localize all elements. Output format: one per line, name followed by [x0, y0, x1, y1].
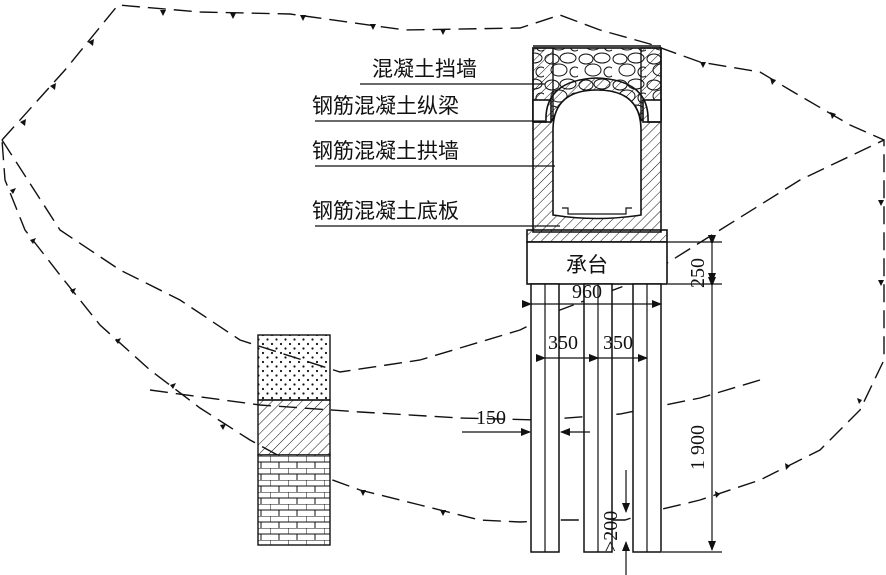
dim-cap-height-text: 250	[687, 258, 709, 288]
arch-wall	[532, 77, 662, 233]
label-arch-wall: 钢筋混凝土拱墙	[312, 139, 459, 163]
bottom-slab	[526, 229, 668, 243]
label-retaining-wall: 混凝土挡墙	[372, 57, 477, 81]
dim-embed-depth-text: >200	[600, 511, 622, 552]
stratum-line-lower	[149, 379, 761, 421]
label-bottom-slab: 钢筋混凝土底板	[312, 199, 459, 223]
dim-spacing-left-text: 350	[548, 332, 578, 354]
dim-cap-height: 250	[668, 235, 722, 288]
dim-pile-diameter: 150	[462, 407, 590, 436]
dim-pile-spacing: 350 350	[536, 332, 648, 362]
dim-cap-width: 960	[522, 281, 662, 308]
label-leaders	[315, 83, 560, 227]
piles	[530, 283, 662, 553]
dim-spacing-right-text: 350	[603, 332, 633, 354]
label-pile-cap: 承台	[566, 253, 608, 277]
terrain-outline	[1, 4, 885, 523]
dim-pile-diameter-text: 150	[476, 407, 506, 429]
label-longitudinal-beam: 钢筋混凝土纵梁	[312, 94, 459, 118]
dim-pile-length-text: 1 900	[687, 425, 709, 470]
stratum-line-upper	[1, 139, 885, 373]
dim-embed-depth: >200	[600, 470, 630, 575]
dim-cap-width-text: 960	[572, 281, 602, 303]
dim-pile-length: 1 900	[662, 277, 722, 553]
borehole-column	[257, 334, 331, 546]
terrain-ticks	[10, 10, 884, 516]
